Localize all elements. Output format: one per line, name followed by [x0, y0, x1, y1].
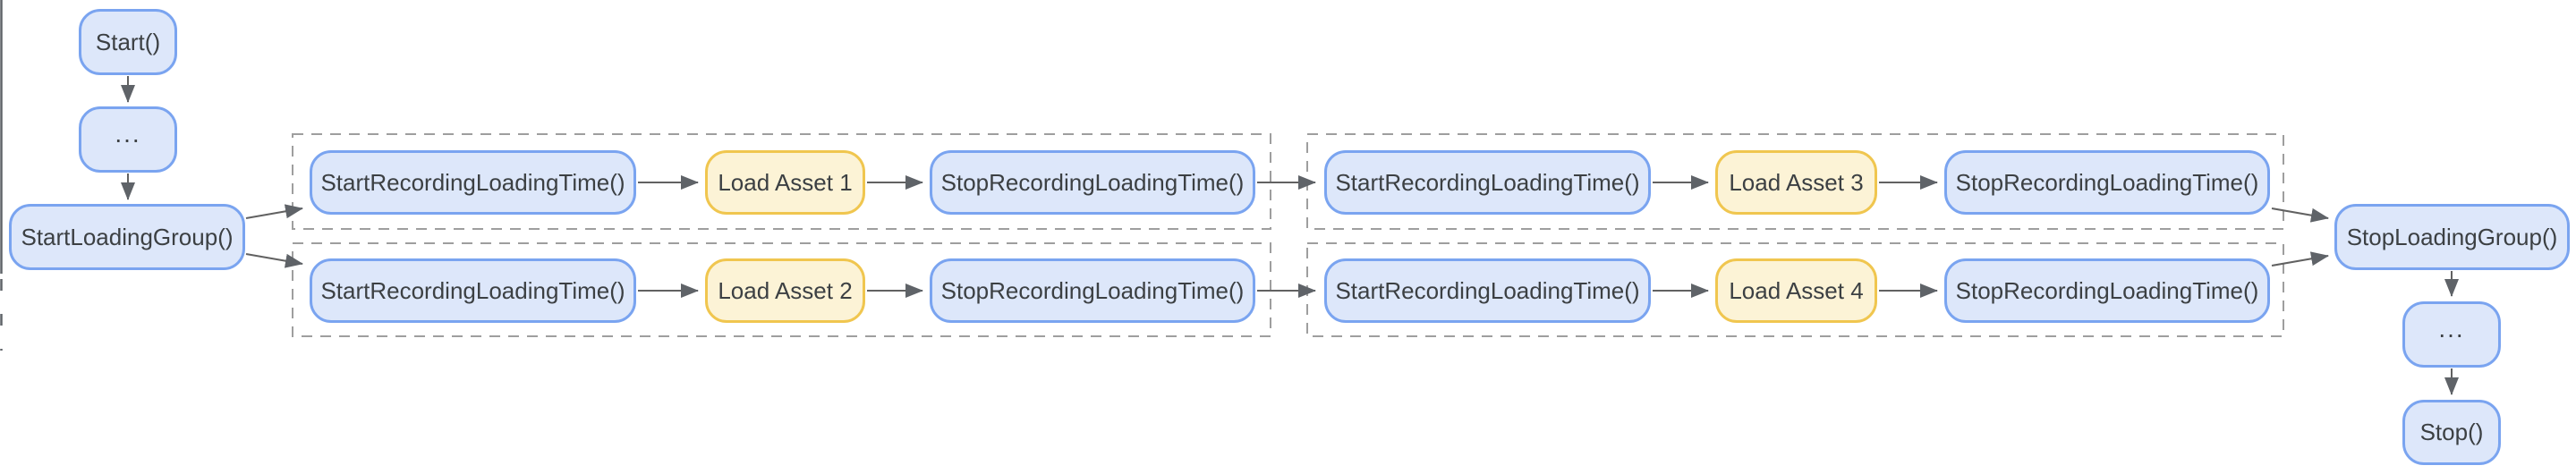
arrow-startgroup-to-row2: [245, 253, 303, 268]
node-load-asset-3: Load Asset 3: [1715, 150, 1877, 215]
node-post-group-ellipsis: ...: [2402, 301, 2501, 368]
node-load-asset-2: Load Asset 2: [705, 258, 865, 323]
node-stop-recording-loading-time-3: StopRecordingLoadingTime(): [1944, 150, 2270, 215]
arrow-startgroup-to-row1: [245, 204, 303, 219]
node-start-recording-loading-time-2: StartRecordingLoadingTime(): [310, 258, 636, 323]
node-load-asset-4: Load Asset 4: [1715, 258, 1877, 323]
node-stop-loading-group: StopLoadingGroup(): [2334, 204, 2570, 270]
node-pre-group-ellipsis: ...: [79, 106, 177, 173]
node-stop-recording-loading-time-2: StopRecordingLoadingTime(): [930, 258, 1255, 323]
arrow-stoprec3-to-stopgroup: [2271, 207, 2329, 223]
pre-group-ellipsis-label: ...: [115, 120, 141, 148]
node-load-asset-1: Load Asset 1: [705, 150, 865, 215]
node-stop-recording-loading-time-4: StopRecordingLoadingTime(): [1944, 258, 2270, 323]
node-start-loading-group: StartLoadingGroup(): [9, 204, 245, 270]
node-start: Start(): [79, 9, 177, 75]
node-start-recording-loading-time-3: StartRecordingLoadingTime(): [1324, 150, 1651, 215]
arrow-stoprec4-to-stopgroup: [2271, 251, 2329, 267]
post-group-ellipsis-label: ...: [2438, 315, 2465, 343]
node-start-recording-loading-time-1: StartRecordingLoadingTime(): [310, 150, 636, 215]
node-stop: Stop(): [2402, 400, 2501, 465]
node-stop-recording-loading-time-1: StopRecordingLoadingTime(): [930, 150, 1255, 215]
node-start-recording-loading-time-4: StartRecordingLoadingTime(): [1324, 258, 1651, 323]
